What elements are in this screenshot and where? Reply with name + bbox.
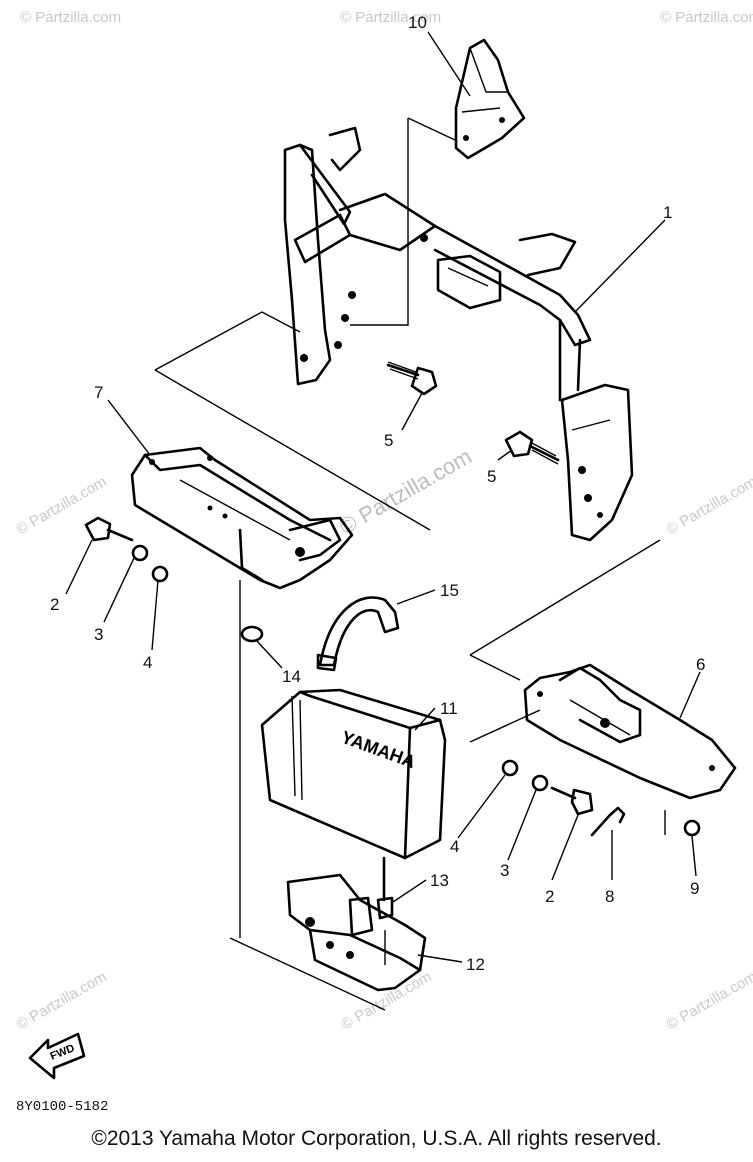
box-label: YAMAHA — [339, 727, 419, 772]
leader-lines — [65, 31, 701, 963]
copyright-notice: ©2013 Yamaha Motor Corporation, U.S.A. A… — [91, 1127, 662, 1150]
callout-3-right: 3 — [500, 861, 509, 880]
watermark-top-center: © Partzilla.com — [340, 9, 441, 26]
fwd-arrow-icon: FWD — [28, 1032, 86, 1080]
watermark-left: © Partzilla.com — [14, 473, 110, 538]
watermark-top-left: © Partzilla.com — [20, 9, 121, 26]
callout-11: 11 — [440, 699, 458, 718]
part-7-bracket — [130, 446, 354, 938]
callout-2-left: 2 — [50, 595, 59, 614]
callout-13: 13 — [430, 871, 449, 890]
callout-10: 10 — [408, 13, 427, 32]
callout-2-right: 2 — [545, 887, 554, 906]
callout-5-right: 5 — [487, 467, 496, 486]
watermark-top-right: © Partzilla.com — [660, 9, 753, 26]
callout-9: 9 — [690, 879, 699, 898]
callout-5-left: 5 — [384, 431, 393, 450]
callout-12: 12 — [466, 955, 485, 974]
callout-3-left: 3 — [94, 625, 103, 644]
part-11-box: YAMAHA — [260, 688, 447, 860]
part-6-bracket — [469, 539, 737, 835]
part-15-strap — [316, 596, 400, 672]
watermark-center: © Partzilla.com — [335, 444, 476, 540]
callout-14: 14 — [282, 667, 301, 686]
parts-right-fasteners — [501, 759, 701, 837]
part-1-frame — [154, 117, 634, 542]
callouts: 10 1 5 5 7 2 3 4 15 14 11 6 4 3 2 8 9 13… — [50, 13, 705, 974]
part-5-bolts — [386, 361, 560, 465]
watermark-right: © Partzilla.com — [664, 473, 753, 538]
callout-4-right: 4 — [450, 837, 459, 856]
callout-8: 8 — [605, 887, 614, 906]
part-14-grommet — [240, 625, 264, 643]
drawing-code: 8Y0100-5182 — [16, 1099, 108, 1115]
watermark-bottom-left: © Partzilla.com — [14, 968, 110, 1033]
part-10-bracket — [454, 38, 526, 160]
part-12-bracket — [229, 856, 427, 1011]
callout-15: 15 — [440, 581, 459, 600]
parts-left-fasteners — [84, 516, 169, 583]
callout-1: 1 — [663, 203, 672, 222]
callout-4-left: 4 — [143, 653, 152, 672]
callout-6: 6 — [696, 655, 705, 674]
watermark-bottom-right: © Partzilla.com — [664, 968, 753, 1033]
callout-7: 7 — [94, 383, 103, 402]
